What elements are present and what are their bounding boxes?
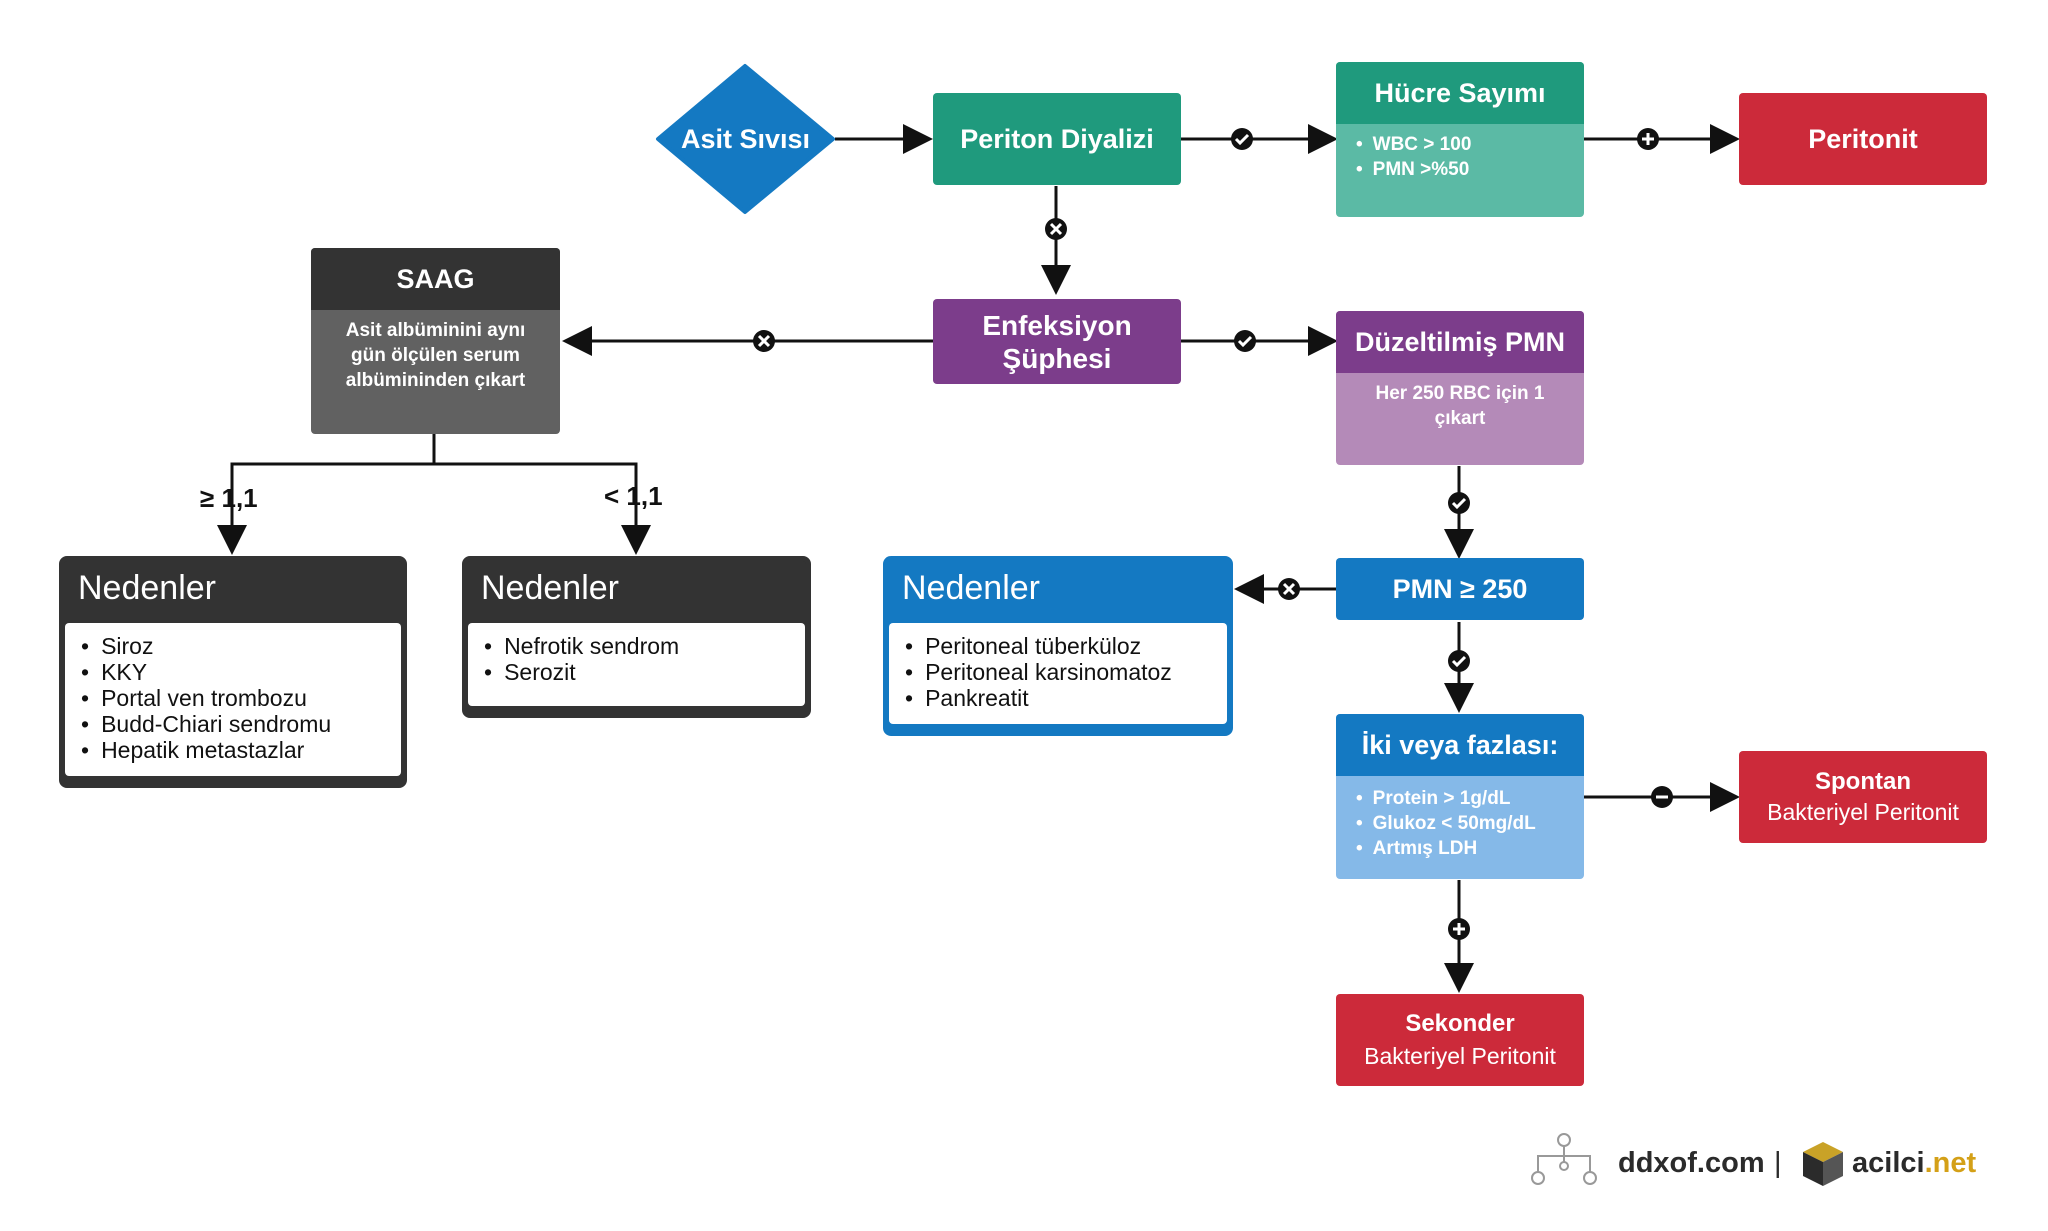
spontan-line2: Bakteriyel Peritonit <box>1767 799 1959 825</box>
asit-label: Asit Sıvısı <box>680 123 811 154</box>
causes-low-title: Nedenler <box>481 569 619 607</box>
causes-blue-box: Nedenler Peritoneal tüberküloz Peritonea… <box>883 556 1233 736</box>
list-item: Budd-Chiari sendromu <box>81 711 401 737</box>
acilci-logo-icon <box>1803 1142 1843 1186</box>
list-item: Pankreatit <box>905 685 1227 711</box>
saag-title: SAAG <box>311 248 560 310</box>
asit-node: Asit Sıvısı <box>655 63 836 215</box>
causes-high-body: Siroz KKY Portal ven trombozu Budd-Chiar… <box>65 623 401 776</box>
peritonit-node: Peritonit <box>1739 93 1987 185</box>
causes-blue-title: Nedenler <box>902 569 1040 607</box>
list-item: Peritoneal karsinomatoz <box>905 659 1227 685</box>
footer-acilci[interactable]: acilci.net <box>1852 1147 1976 1180</box>
cross-icon <box>1278 578 1300 600</box>
edge-saag-low <box>434 462 651 555</box>
iki-title: İki veya fazlası: <box>1336 714 1584 776</box>
saag-body: Asit albüminini aynı gün ölçülen serum a… <box>345 320 526 391</box>
list-item: Siroz <box>81 633 401 659</box>
network-icon <box>1531 1133 1597 1185</box>
plus-icon <box>1448 918 1470 940</box>
sekonder-line2: Bakteriyel Peritonit <box>1364 1043 1556 1069</box>
label-ge: ≥ 1,1 <box>200 483 258 513</box>
check-icon <box>1448 650 1470 672</box>
footer-separator: | <box>1774 1147 1782 1179</box>
cross-icon <box>1045 218 1067 240</box>
sekonder-node: Sekonder Bakteriyel Peritonit <box>1336 994 1584 1086</box>
periton-node: Periton Diyalizi <box>933 93 1181 185</box>
duzeltilmis-title: Düzeltilmiş PMN <box>1336 311 1584 373</box>
causes-blue-body: Peritoneal tüberküloz Peritoneal karsino… <box>889 623 1227 724</box>
list-item: Serozit <box>484 659 805 685</box>
list-item: Nefrotik sendrom <box>484 633 805 659</box>
hucre-node: Hücre Sayımı WBC > 100 PMN >%50 <box>1336 62 1584 217</box>
spontan-line1: Spontan <box>1815 768 1911 795</box>
check-icon <box>1234 330 1256 352</box>
duzeltilmis-body: Her 250 RBC için 1 çıkart <box>1375 383 1545 429</box>
hucre-list: WBC > 100 PMN >%50 <box>1336 124 1584 182</box>
hucre-title: Hücre Sayımı <box>1336 62 1584 124</box>
list-item: Protein > 1g/dL <box>1373 786 1584 811</box>
causes-low-box: Nedenler Nefrotik sendrom Serozit <box>462 556 811 718</box>
spontan-node: Spontan Bakteriyel Peritonit <box>1739 751 1987 843</box>
iki-list: Protein > 1g/dL Glukoz < 50mg/dL Artmış … <box>1336 776 1584 861</box>
iki-node: İki veya fazlası: Protein > 1g/dL Glukoz… <box>1336 714 1584 879</box>
list-item: Artmış LDH <box>1373 836 1584 861</box>
causes-high-box: Nedenler Siroz KKY Portal ven trombozu B… <box>59 556 407 788</box>
footer-ddx[interactable]: ddxof.com <box>1618 1147 1765 1179</box>
causes-high-title: Nedenler <box>78 569 216 607</box>
saag-node: SAAG Asit albüminini aynı gün ölçülen se… <box>311 248 560 434</box>
edge-saag-high <box>217 434 436 555</box>
check-icon <box>1231 128 1253 150</box>
duzeltilmis-node: Düzeltilmiş PMN Her 250 RBC için 1 çıkar… <box>1336 311 1584 465</box>
list-item: Glukoz < 50mg/dL <box>1373 811 1584 836</box>
pmn-node: PMN ≥ 250 <box>1336 558 1584 620</box>
causes-low-body: Nefrotik sendrom Serozit <box>468 623 805 706</box>
list-item: KKY <box>81 659 401 685</box>
list-item: WBC > 100 <box>1373 132 1584 157</box>
minus-icon <box>1651 786 1673 808</box>
list-item: PMN >%50 <box>1373 157 1584 182</box>
footer-acilci-part1: acilci <box>1852 1147 1925 1179</box>
sekonder-line1: Sekonder <box>1405 1010 1515 1037</box>
list-item: Peritoneal tüberküloz <box>905 633 1227 659</box>
label-lt: < 1,1 <box>604 481 663 511</box>
list-item: Portal ven trombozu <box>81 685 401 711</box>
list-item: Hepatik metastazlar <box>81 737 401 763</box>
cross-icon <box>753 330 775 352</box>
plus-icon <box>1637 128 1659 150</box>
check-icon <box>1448 492 1470 514</box>
enfeksiyon-node: Enfeksiyon Şüphesi <box>933 299 1181 384</box>
footer-acilci-part2: .net <box>1924 1147 1977 1179</box>
